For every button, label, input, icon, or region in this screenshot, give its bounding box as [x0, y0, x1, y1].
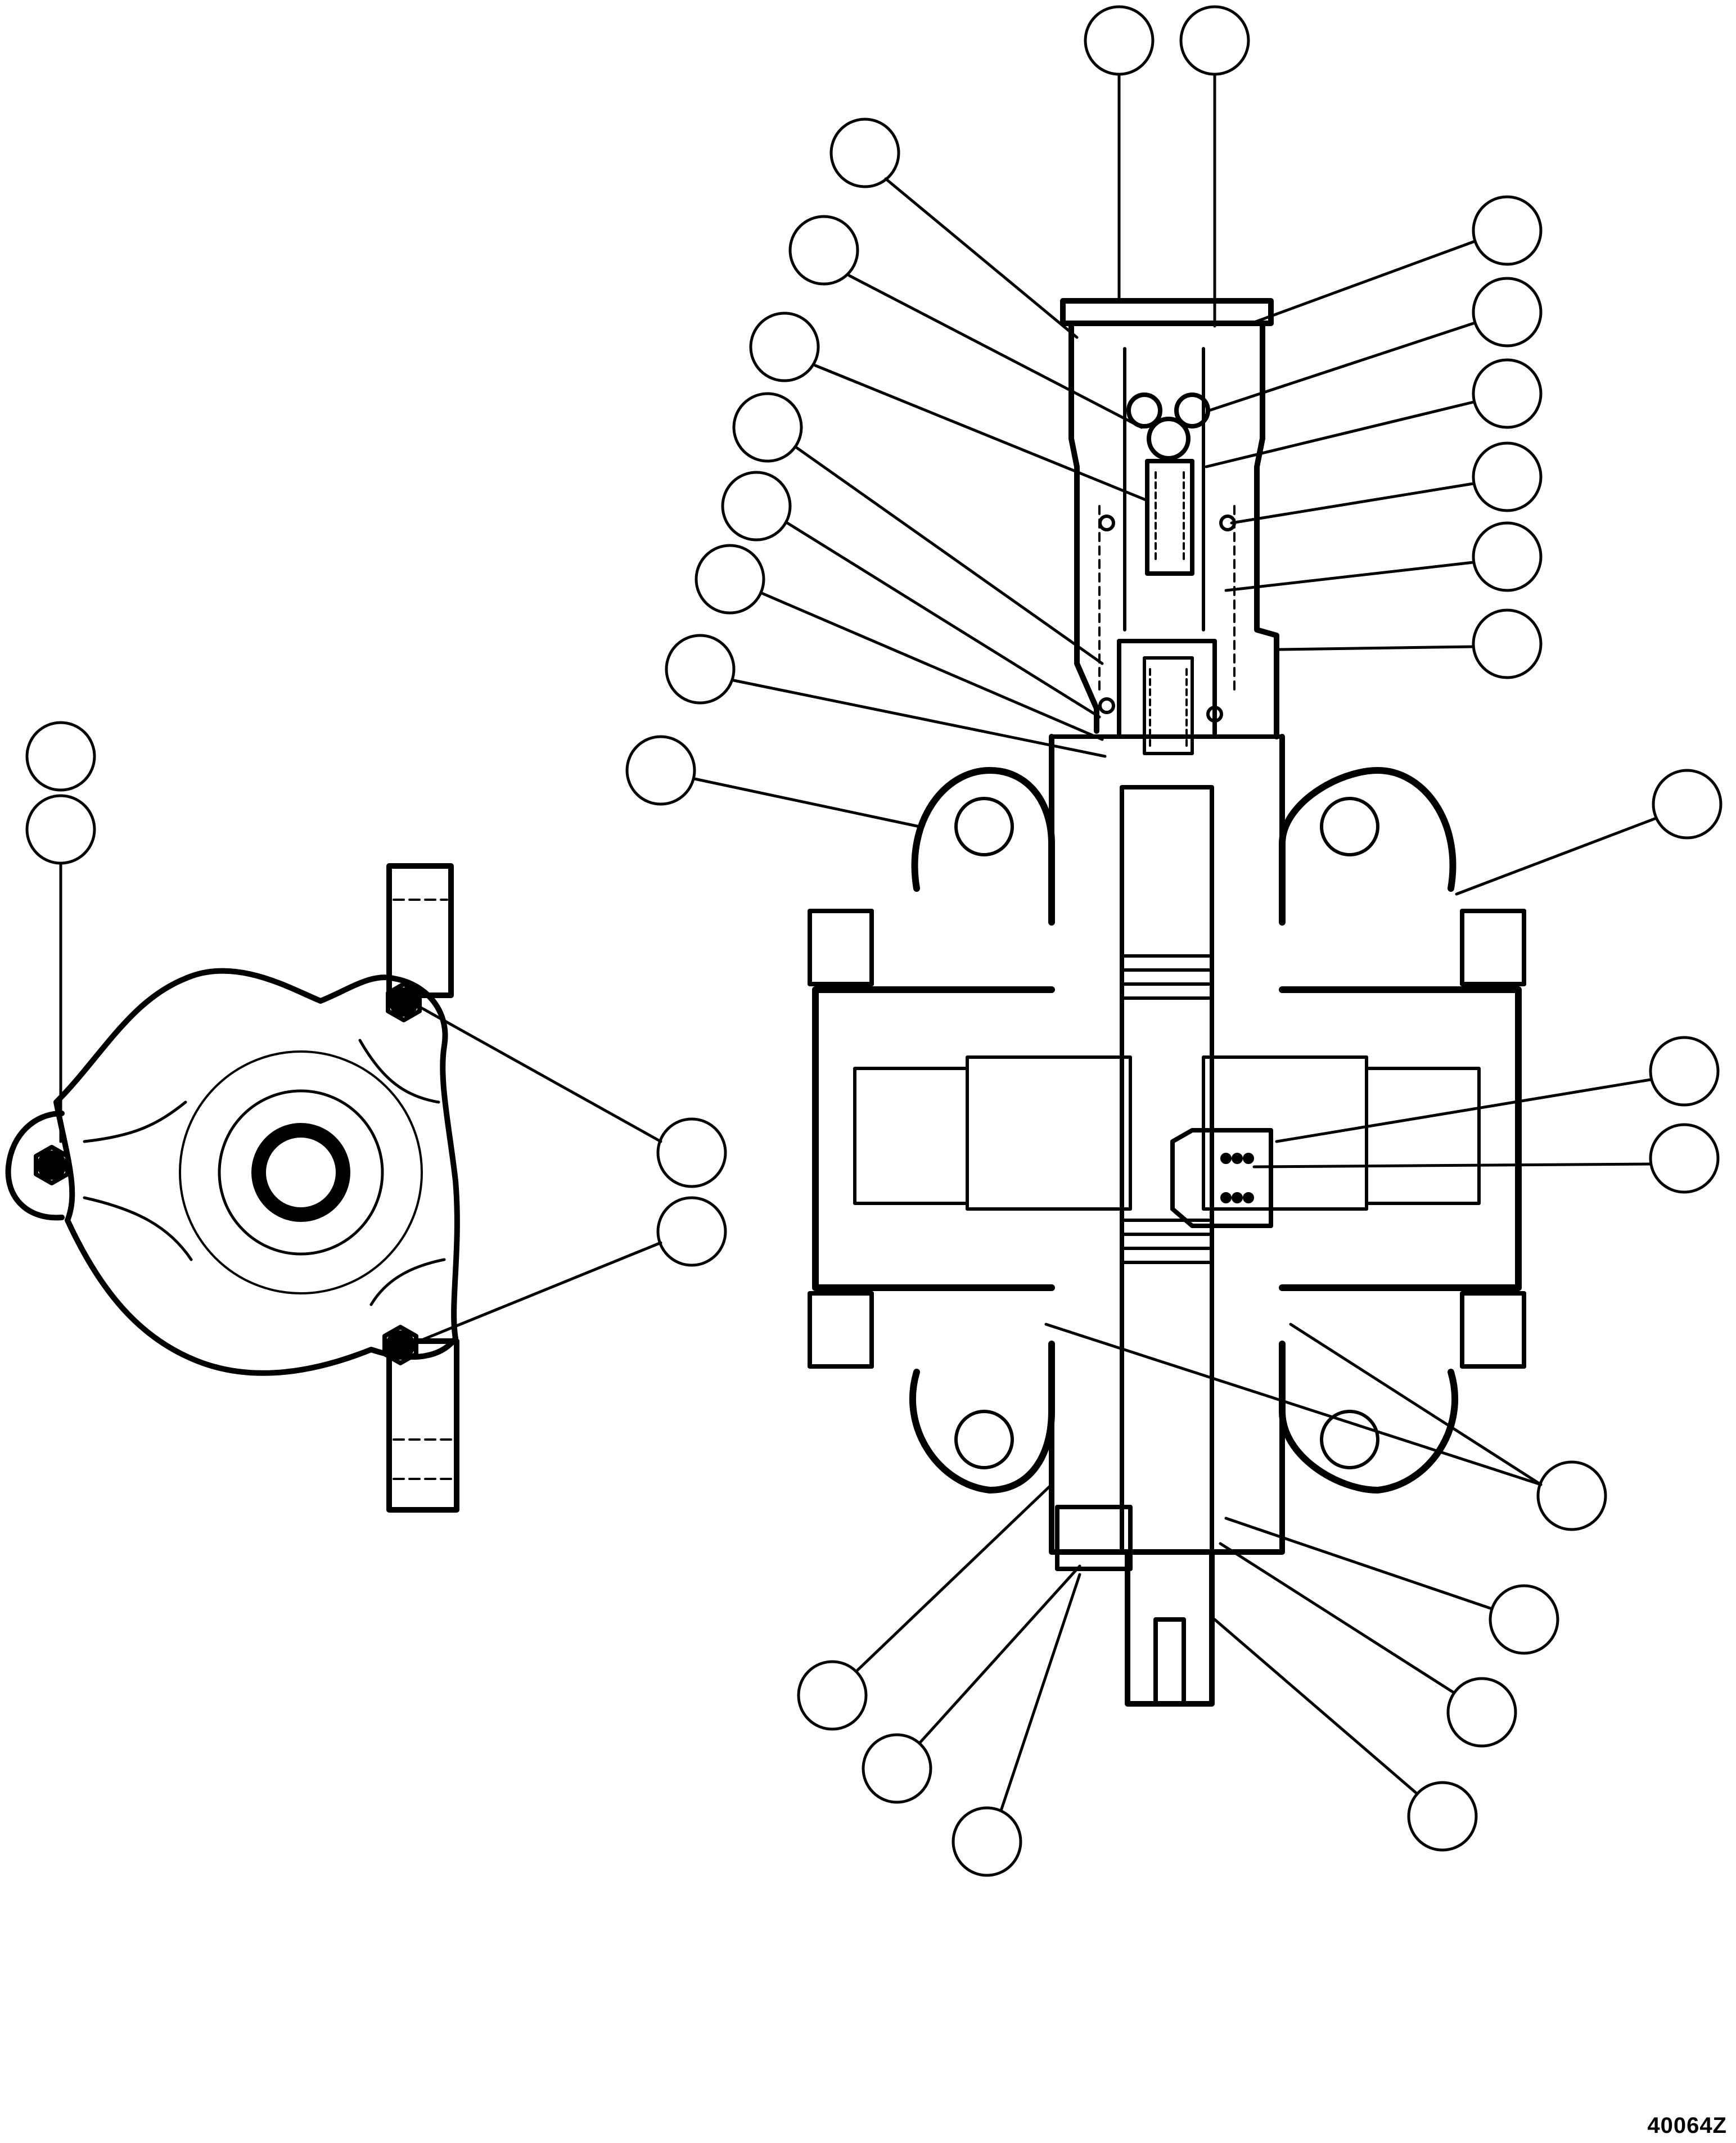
- valve-body: [1049, 734, 1285, 1555]
- callout-balloon: [625, 735, 696, 806]
- main-spool: [1120, 785, 1214, 1554]
- callouts: [25, 5, 1723, 1877]
- callout-balloon: [656, 1196, 727, 1267]
- callout-balloon: [732, 392, 803, 463]
- nut-bottom: [382, 1325, 418, 1365]
- spool-guide: [1117, 639, 1217, 739]
- top-cap: [1060, 298, 1274, 326]
- callout-balloon: [695, 544, 765, 615]
- callout-balloon: [1084, 5, 1155, 76]
- callout-balloon: [1472, 441, 1543, 512]
- mounting-bar-top: [386, 863, 454, 998]
- bolt-bottom-left: [808, 1291, 874, 1369]
- callout-balloon: [1472, 521, 1543, 592]
- callout-balloon: [656, 1117, 727, 1188]
- upper-housing: [1068, 321, 1279, 739]
- end-view-left-tab: [5, 1111, 65, 1221]
- check-ball-left: [1126, 392, 1162, 428]
- callout-balloon: [1446, 1677, 1517, 1748]
- callout-balloon: [1472, 608, 1543, 679]
- bottom-clevis: [1125, 1549, 1215, 1707]
- left-wing-ear: [911, 767, 1055, 926]
- end-view-housing: [53, 968, 460, 1376]
- callout-balloon: [1407, 1781, 1478, 1852]
- callout-balloon: [1472, 358, 1543, 429]
- nut-top: [386, 982, 422, 1022]
- callout-balloon: [788, 215, 859, 286]
- callout-balloon: [1652, 769, 1723, 840]
- end-view-boss-outer: [179, 1050, 423, 1294]
- right-wing-ear: [1279, 767, 1457, 926]
- callout-balloon: [25, 721, 96, 792]
- bolt-top-left: [808, 909, 874, 986]
- end-view: [5, 863, 460, 1513]
- callout-balloon: [1179, 5, 1250, 76]
- cross-body: [812, 986, 1522, 1291]
- callout-balloon: [797, 1660, 868, 1731]
- end-view-port: [251, 1123, 350, 1222]
- nut-left: [34, 1145, 70, 1185]
- bolt-bottom-right: [1460, 1291, 1526, 1369]
- bottom-cap: [1055, 1505, 1133, 1571]
- callout-balloon: [1489, 1584, 1559, 1655]
- callout-balloon: [665, 634, 736, 705]
- callout-balloon: [749, 312, 820, 382]
- callout-balloon: [1472, 277, 1543, 348]
- callout-balloon: [721, 471, 792, 542]
- left-wing-ear-lower: [909, 1341, 1055, 1494]
- right-wing-ear-lower: [1279, 1341, 1459, 1494]
- end-view-boss-inner: [218, 1089, 384, 1256]
- check-ball-center: [1147, 417, 1191, 461]
- upper-plunger: [1145, 459, 1194, 576]
- mounting-bar-bottom: [386, 1338, 459, 1513]
- callout-balloon: [1472, 195, 1543, 266]
- callout-balloon: [1536, 1460, 1607, 1531]
- relief-insert: [1170, 1128, 1273, 1228]
- callout-balloon: [1649, 1036, 1720, 1107]
- callout-balloon: [952, 1806, 1022, 1877]
- bolt-top-right: [1460, 909, 1526, 986]
- callout-balloon: [829, 118, 900, 188]
- callout-balloon: [862, 1733, 932, 1804]
- figure-id-label: 40064Z: [1647, 2113, 1727, 2138]
- sectional-view: [808, 298, 1526, 1707]
- callout-balloon: [25, 794, 96, 865]
- callout-balloon: [1649, 1123, 1720, 1194]
